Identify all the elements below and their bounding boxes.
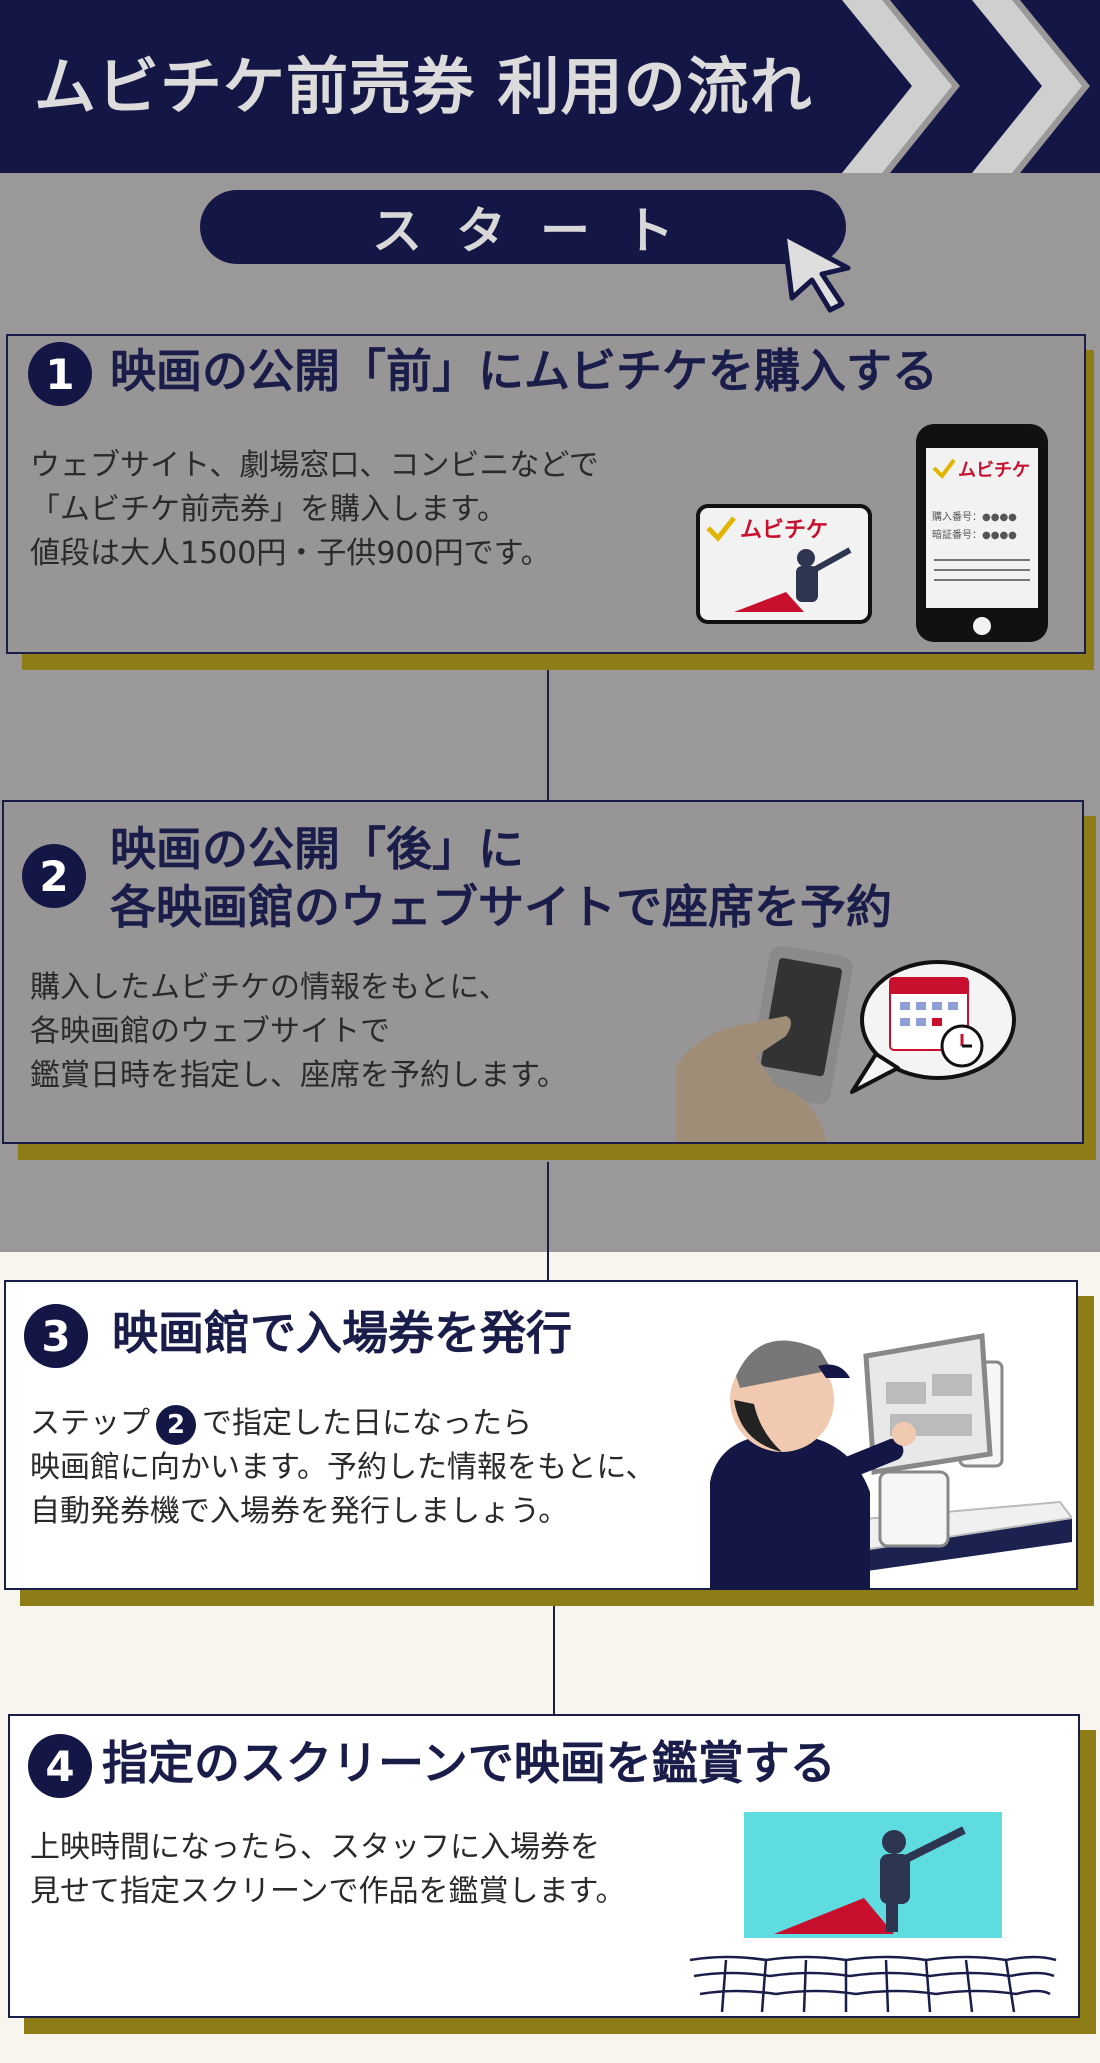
phone-app-label: ムビチケ	[958, 460, 1030, 481]
step-title-line: 映画の公開「前」にムビチケを購入する	[110, 344, 938, 398]
movie-screen-illustration	[744, 1812, 1002, 1942]
step-title-line: 各映画館のウェブサイトで座席を予約	[110, 880, 892, 934]
step-2: 2 映画の公開「後」に 各映画館のウェブサイトで座席を予約 購入したムビチケの情…	[0, 800, 1100, 1164]
step-title-2: 映画の公開「後」に 各映画館のウェブサイトで座席を予約	[110, 820, 892, 936]
phone-pin-number: 暗証番号：●●●●	[932, 530, 1017, 541]
body-line: 鑑賞日時を指定し、座席を予約します。	[30, 1058, 567, 1093]
movie-screen-hero-icon	[744, 1812, 1002, 1938]
step-4: 4 指定のスクリーンで映画を鑑賞する 上映時間になったら、スタッフに入場券を 見…	[0, 1714, 1100, 2038]
start-button[interactable]: スタート	[200, 190, 846, 264]
hand-phone-illustration	[676, 945, 856, 1146]
step-1: 1 映画の公開「前」にムビチケを購入する ウェブサイト、劇場窓口、コンビニなどで…	[0, 334, 1100, 674]
ticket-card-label: ムビチケ	[740, 518, 829, 543]
step-title-3: 映画館で入場券を発行	[112, 1304, 572, 1362]
step-body-2: 購入したムビチケの情報をもとに、 各映画館のウェブサイトで 鑑賞日時を指定し、座…	[30, 966, 567, 1098]
calendar-clock-icon	[850, 960, 1016, 1094]
step-number-1: 1	[28, 342, 92, 406]
ticket-card-illustration: ムビチケ	[694, 502, 874, 630]
step-number-3: 3	[24, 1304, 88, 1368]
phone-purchase-number: 購入番号：●●●●	[932, 512, 1017, 523]
connector-line	[547, 668, 549, 800]
body-suffix: で指定した日になったら	[202, 1406, 532, 1441]
body-line: 映画館に向かいます。予約した情報をもとに、	[30, 1450, 656, 1485]
smartphone-icon	[916, 424, 1048, 642]
step-title-4: 指定のスクリーンで映画を鑑賞する	[102, 1734, 836, 1792]
step-number-4: 4	[28, 1734, 92, 1798]
connector-line	[553, 1604, 555, 1714]
theater-seats-illustration	[686, 1950, 1060, 2024]
ticket-card-icon	[696, 504, 872, 624]
body-line: 「ムビチケ前売券」を購入します。	[30, 492, 507, 527]
body-line: 購入したムビチケの情報をもとに、	[30, 970, 509, 1005]
calendar-bubble-illustration	[846, 956, 1020, 1100]
step-body-1: ウェブサイト、劇場窓口、コンビニなどで 「ムビチケ前売券」を購入します。 値段は…	[30, 444, 599, 576]
step-body-4: 上映時間になったら、スタッフに入場券を 見せて指定スクリーンで作品を鑑賞します。	[30, 1826, 626, 1914]
connector-line	[547, 1162, 549, 1284]
hand-holding-phone-icon	[676, 945, 853, 1142]
step-number-2: 2	[22, 844, 86, 908]
body-line: 値段は大人1500円・子供900円です。	[30, 536, 551, 571]
ticket-kiosk-icon	[710, 1333, 1074, 1590]
body-line: 各映画館のウェブサイトで	[30, 1014, 390, 1049]
step-title-line: 映画館で入場券を発行	[112, 1306, 572, 1360]
body-line: 自動発券機で入場券を発行しましょう。	[30, 1494, 569, 1529]
step-ref-badge: 2	[156, 1404, 196, 1445]
phone-illustration: ムビチケ 購入番号：●●●● 暗証番号：●●●●	[912, 420, 1052, 650]
step-title-line: 映画の公開「後」に	[110, 822, 524, 876]
cursor-icon	[781, 231, 851, 313]
body-line: 見せて指定スクリーンで作品を鑑賞します。	[30, 1874, 626, 1909]
step-title-1: 映画の公開「前」にムビチケを購入する	[110, 342, 938, 400]
theater-seats-icon	[689, 1955, 1057, 2013]
header-banner: ムビチケ前売券 利用の流れ	[0, 0, 1100, 173]
kiosk-person-illustration	[700, 1322, 1074, 1594]
body-line: ウェブサイト、劇場窓口、コンビニなどで	[30, 448, 599, 483]
body-prefix: ステップ	[30, 1406, 150, 1441]
page-title: ムビチケ前売券 利用の流れ	[34, 50, 813, 123]
header-chevrons	[0, 0, 1100, 173]
body-line: 上映時間になったら、スタッフに入場券を	[30, 1830, 600, 1865]
step-title-line: 指定のスクリーンで映画を鑑賞する	[102, 1736, 836, 1790]
